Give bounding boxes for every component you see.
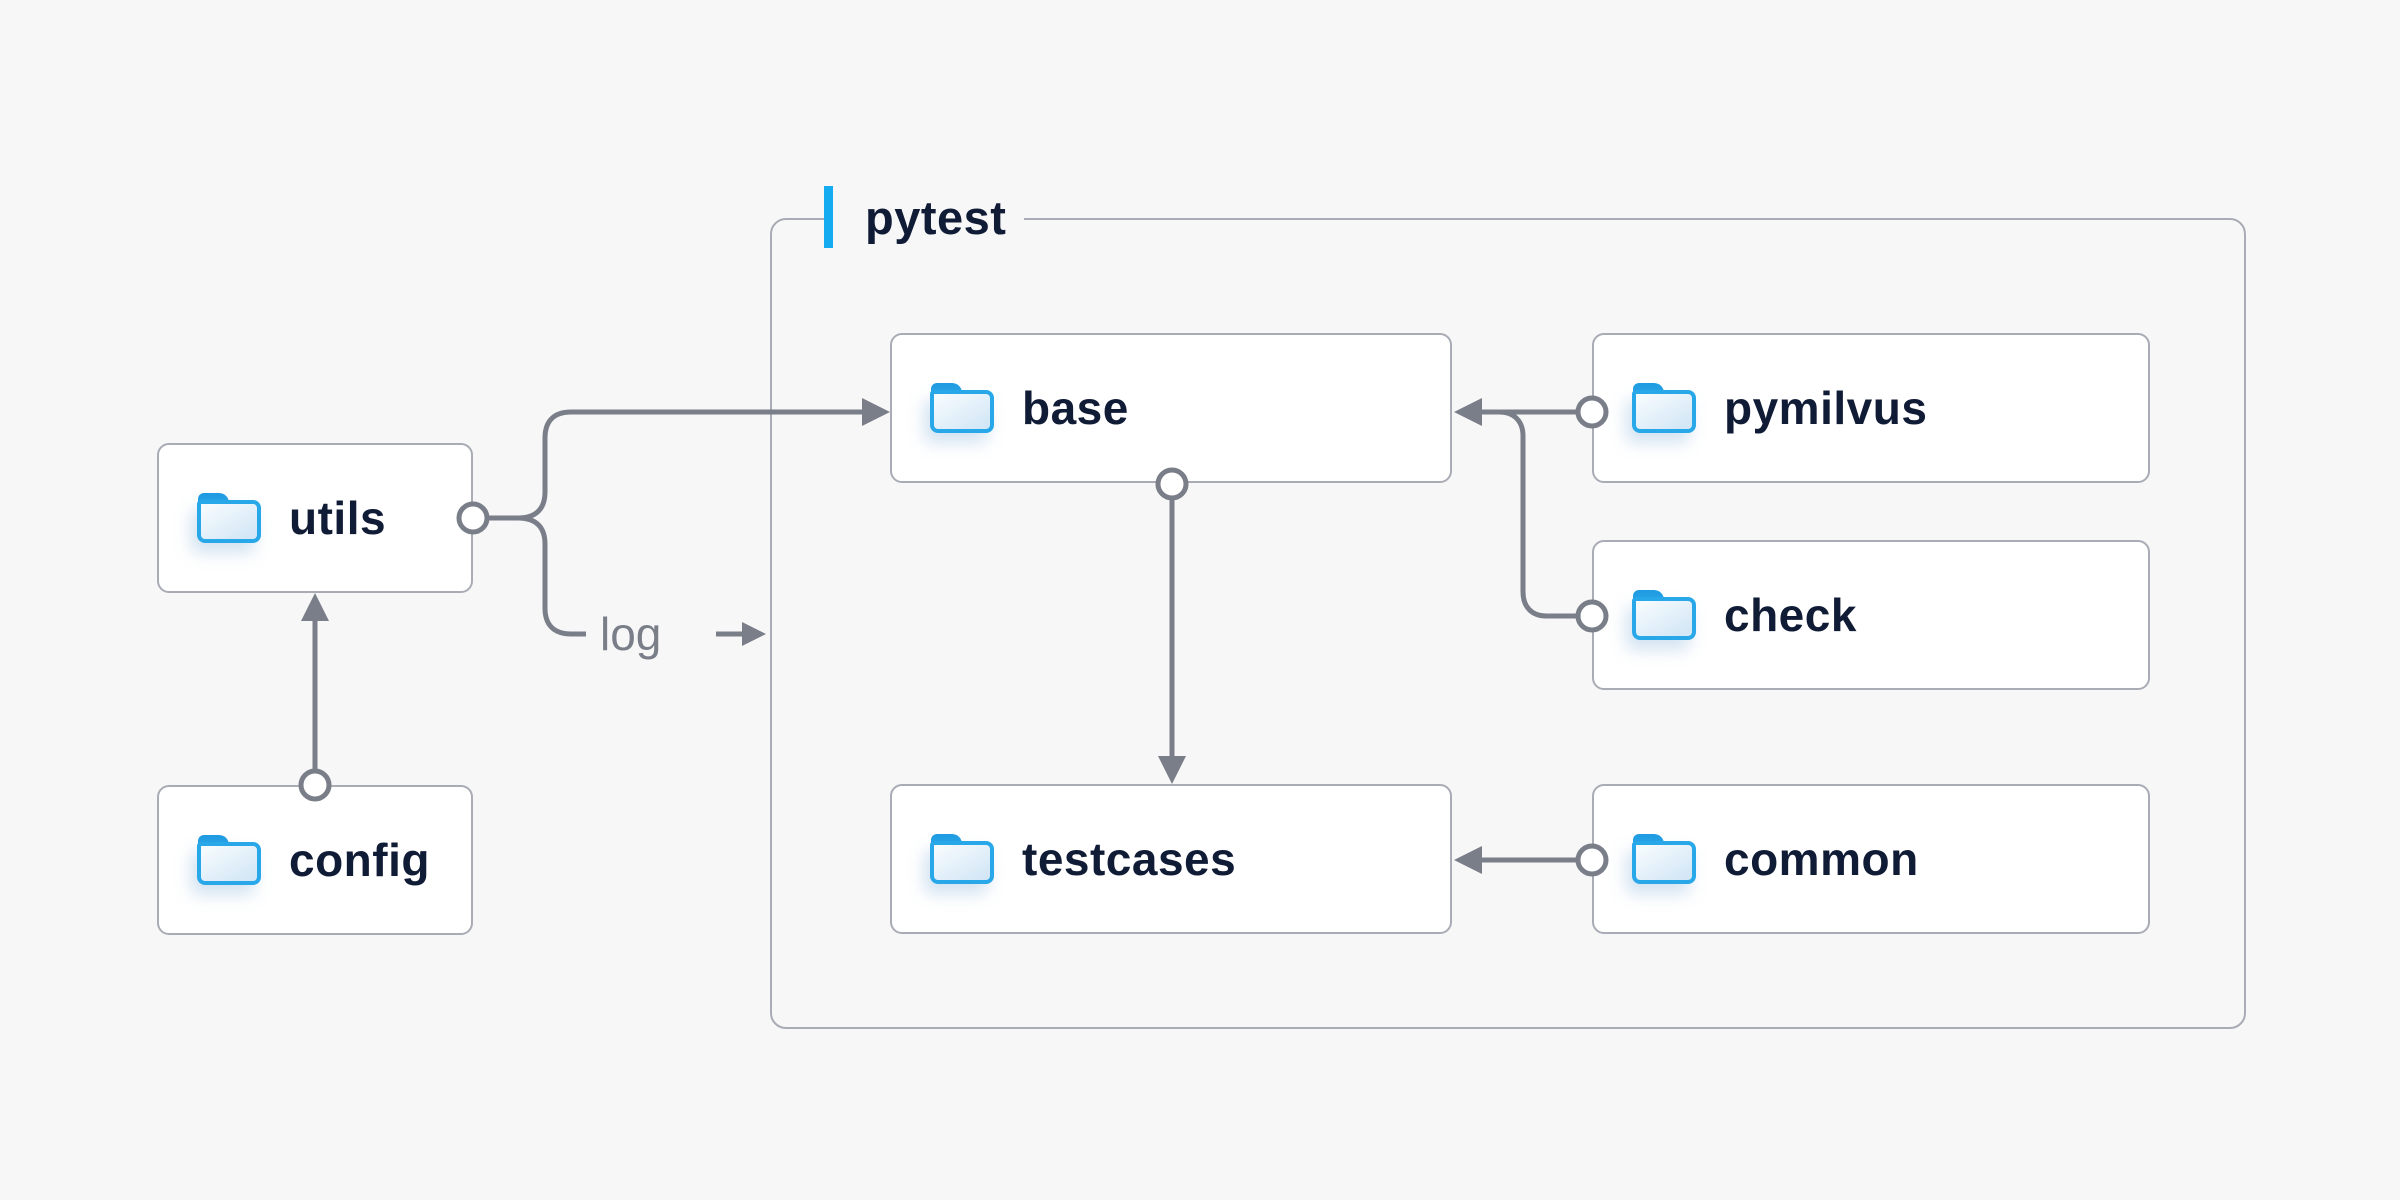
- node-label: pymilvus: [1724, 382, 1928, 434]
- folder-icon: [1632, 590, 1696, 640]
- folder-icon: [930, 834, 994, 884]
- accent-bar-icon: [824, 186, 833, 248]
- node-base: base: [890, 333, 1452, 483]
- edge-config-utils: [298, 593, 332, 802]
- node-label: common: [1724, 833, 1919, 885]
- edge-utils-log: [487, 515, 586, 637]
- pytest-group-label: pytest: [824, 186, 1025, 248]
- folder-icon: [197, 493, 261, 543]
- node-label: check: [1724, 589, 1857, 641]
- node-utils: utils: [157, 443, 473, 593]
- node-label: base: [1022, 382, 1129, 434]
- folder-icon: [197, 835, 261, 885]
- node-testcases: testcases: [890, 784, 1452, 934]
- pytest-group-box: [770, 218, 2246, 1029]
- node-label: testcases: [1022, 833, 1237, 885]
- node-common: common: [1592, 784, 2150, 934]
- folder-icon: [1632, 834, 1696, 884]
- node-pymilvus: pymilvus: [1592, 333, 2150, 483]
- folder-icon: [930, 383, 994, 433]
- pytest-group-title: pytest: [865, 190, 1007, 244]
- node-label: config: [289, 834, 430, 886]
- node-check: check: [1592, 540, 2150, 690]
- folder-icon: [1632, 383, 1696, 433]
- node-label: utils: [289, 492, 387, 544]
- node-config: config: [157, 785, 473, 935]
- edge-label-log: log: [600, 608, 662, 660]
- log-arrow-icon: [716, 622, 766, 646]
